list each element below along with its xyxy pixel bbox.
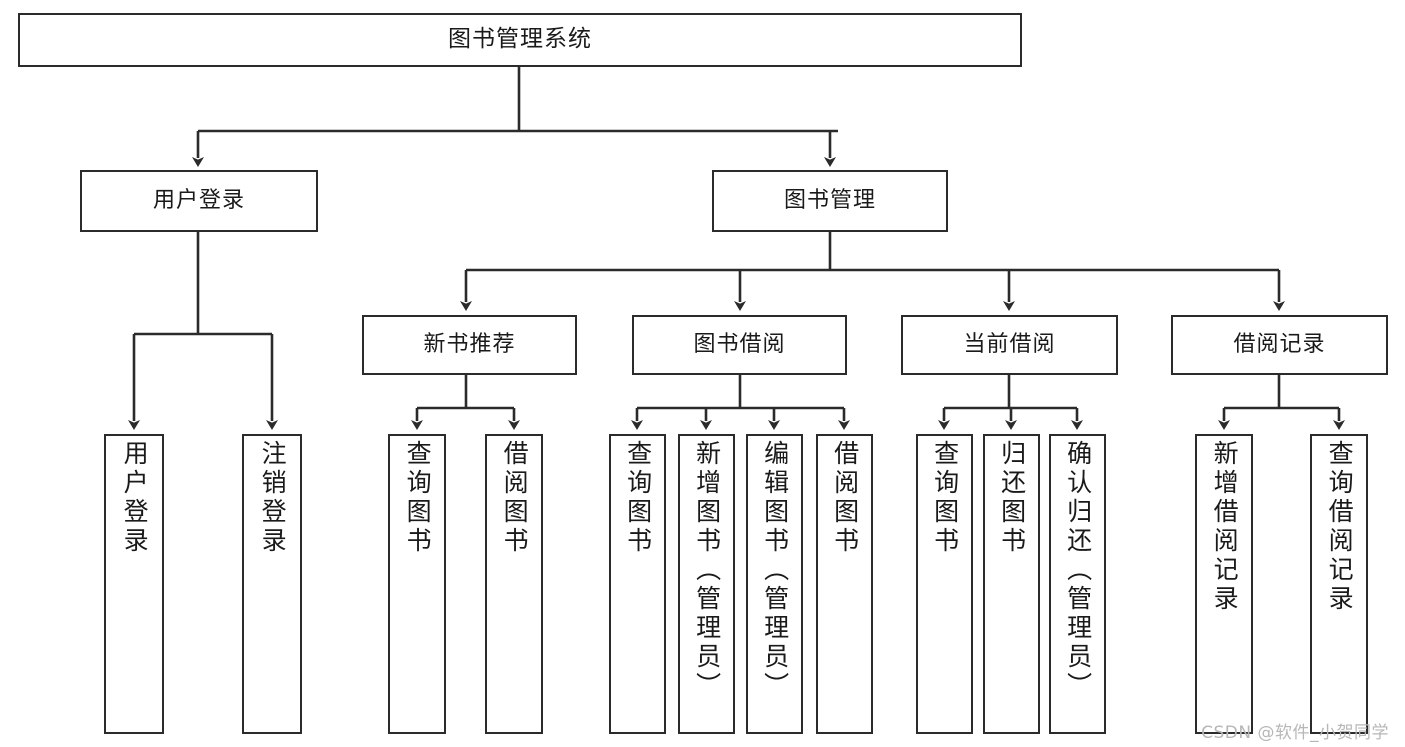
node-leaf-borrow-book-1-label: 借阅图书 bbox=[500, 440, 530, 556]
node-leaf-borrow-book-2[interactable]: 借阅图书 bbox=[816, 434, 873, 734]
node-leaf-user-login-label: 用户登录 bbox=[120, 440, 150, 556]
node-leaf-user-logout-label: 注销登录 bbox=[258, 440, 288, 556]
node-current-borrow-label: 当前借阅 bbox=[963, 332, 1056, 358]
node-leaf-add-record-label: 新增借阅记录 bbox=[1210, 440, 1240, 614]
node-leaf-query-book-1[interactable]: 查询图书 bbox=[388, 434, 446, 734]
node-user-login-label: 用户登录 bbox=[152, 188, 245, 214]
node-leaf-query-book-3-label: 查询图书 bbox=[930, 440, 960, 556]
node-leaf-add-book[interactable]: 新增图书（管理员） bbox=[678, 434, 735, 734]
node-user-login[interactable]: 用户登录 bbox=[80, 170, 318, 232]
node-leaf-add-book-label: 新增图书（管理员） bbox=[692, 440, 722, 701]
node-leaf-query-book-2[interactable]: 查询图书 bbox=[609, 434, 666, 734]
node-leaf-confirm-return[interactable]: 确认归还（管理员） bbox=[1049, 434, 1106, 734]
node-root[interactable]: 图书管理系统 bbox=[18, 13, 1022, 67]
node-new-book-recommend[interactable]: 新书推荐 bbox=[362, 315, 577, 375]
node-leaf-user-logout[interactable]: 注销登录 bbox=[242, 434, 302, 734]
node-leaf-user-login[interactable]: 用户登录 bbox=[104, 434, 164, 734]
node-leaf-query-book-2-label: 查询图书 bbox=[623, 440, 653, 556]
node-leaf-return-book[interactable]: 归还图书 bbox=[983, 434, 1040, 734]
node-leaf-query-book-3[interactable]: 查询图书 bbox=[916, 434, 973, 734]
node-book-manage[interactable]: 图书管理 bbox=[712, 170, 948, 232]
node-new-book-recommend-label: 新书推荐 bbox=[423, 332, 516, 358]
node-leaf-query-record[interactable]: 查询借阅记录 bbox=[1310, 434, 1368, 734]
node-root-label: 图书管理系统 bbox=[448, 26, 592, 53]
node-current-borrow[interactable]: 当前借阅 bbox=[901, 315, 1118, 375]
node-leaf-confirm-return-label: 确认归还（管理员） bbox=[1063, 440, 1093, 701]
node-leaf-query-record-label: 查询借阅记录 bbox=[1325, 440, 1355, 614]
node-leaf-query-book-1-label: 查询图书 bbox=[403, 440, 433, 556]
node-leaf-edit-book-label: 编辑图书（管理员） bbox=[760, 440, 790, 701]
node-leaf-borrow-book-1[interactable]: 借阅图书 bbox=[485, 434, 543, 734]
node-leaf-add-record[interactable]: 新增借阅记录 bbox=[1195, 434, 1253, 734]
watermark: CSDN @软件_小贺同学 bbox=[1201, 723, 1389, 743]
node-book-borrow[interactable]: 图书借阅 bbox=[632, 315, 847, 375]
node-leaf-borrow-book-2-label: 借阅图书 bbox=[830, 440, 860, 556]
node-book-manage-label: 图书管理 bbox=[783, 188, 876, 214]
node-leaf-edit-book[interactable]: 编辑图书（管理员） bbox=[746, 434, 803, 734]
node-borrow-record-label: 借阅记录 bbox=[1233, 332, 1326, 358]
node-book-borrow-label: 图书借阅 bbox=[693, 332, 786, 358]
node-borrow-record[interactable]: 借阅记录 bbox=[1171, 315, 1388, 375]
node-leaf-return-book-label: 归还图书 bbox=[997, 440, 1027, 556]
